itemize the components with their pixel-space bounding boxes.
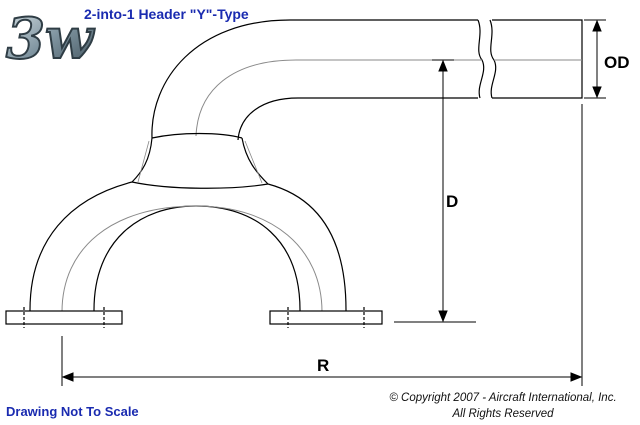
d-dimension	[394, 59, 476, 323]
d-label: D	[446, 192, 458, 211]
drawing-title: 2-into-1 Header "Y"-Type	[84, 6, 249, 22]
left-flange	[5, 307, 123, 328]
company-logo: 3w	[4, 4, 96, 73]
copyright-line: © Copyright 2007 - Aircraft Internationa…	[389, 392, 617, 404]
logo-glyph: 3w	[6, 6, 95, 72]
od-dimension	[584, 19, 606, 99]
od-label: OD	[604, 53, 630, 72]
primary-centerline	[61, 205, 323, 313]
r-dimension	[61, 104, 583, 386]
outlet-pipe	[151, 19, 583, 141]
r-label: R	[317, 356, 329, 375]
rights-line: All Rights Reserved	[452, 408, 554, 420]
outlet-centerline	[195, 59, 582, 137]
copyright-notice: © Copyright 2007 - Aircraft Internationa…	[372, 390, 634, 422]
collector-cone	[131, 132, 269, 189]
primary-pipes	[29, 181, 347, 312]
right-flange	[269, 307, 383, 328]
scale-note: Drawing Not To Scale	[6, 404, 139, 419]
